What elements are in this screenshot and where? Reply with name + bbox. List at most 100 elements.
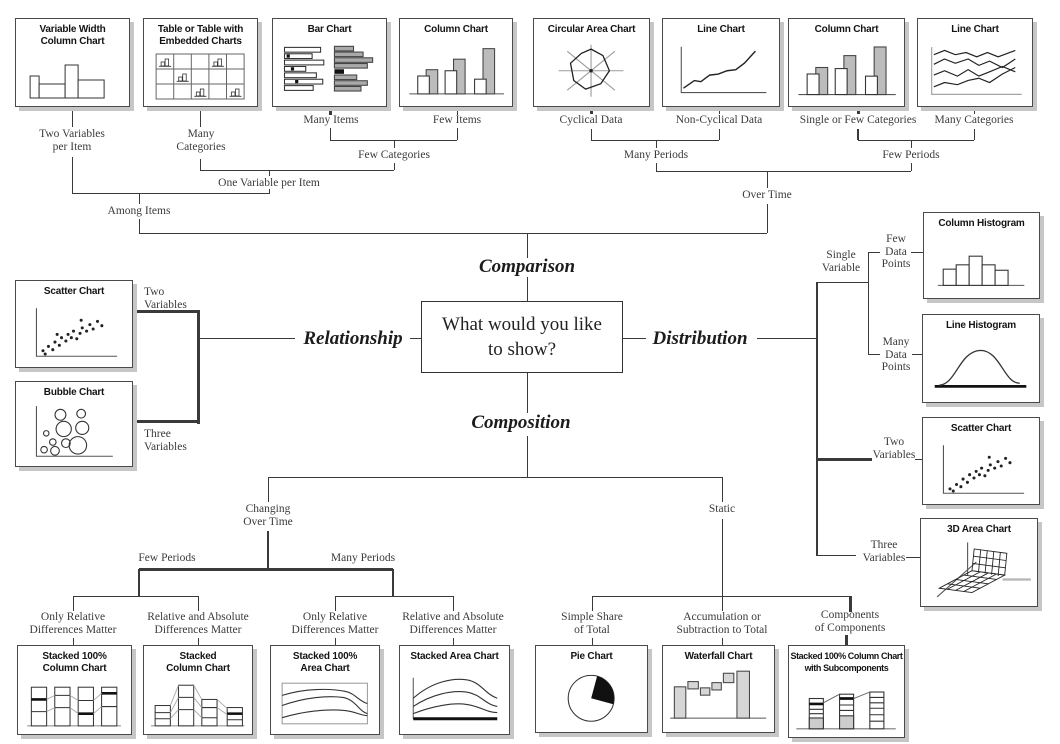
connector-line (527, 277, 528, 301)
label-three-variables-right: Three Variables (862, 539, 906, 564)
label-accumulation-or-subtraction: Accumulation or Subtraction to Total (676, 611, 768, 636)
connector-line (198, 596, 199, 611)
label-over-time: Over Time (742, 189, 792, 201)
connector-line (974, 107, 975, 114)
label-non-cyclical-data: Non-Cyclical Data (675, 114, 763, 126)
connector-line (911, 252, 923, 253)
chart-box-column-chart-right: Column Chart (788, 18, 905, 107)
chart-box-stacked100-area: Stacked 100% Area Chart (270, 645, 380, 735)
branch-comparison: Comparison (478, 256, 576, 277)
connector-line (73, 638, 74, 645)
connector-line (457, 107, 458, 115)
connector-line (767, 171, 768, 188)
stacked-area-thumbnail (412, 677, 498, 720)
chart-box-title: Waterfall Chart (684, 651, 753, 662)
label-components-of-components: Components of Components (814, 609, 886, 634)
chart-box-title: Pie Chart (570, 651, 613, 662)
connector-line (719, 107, 720, 114)
line-histogram-thumbnail (935, 349, 1027, 388)
connector-line (656, 140, 657, 148)
label-many-categories-left: Many Categories (176, 128, 226, 153)
connector-line (200, 338, 295, 339)
connector-line (591, 129, 592, 140)
column-histogram-thumbnail (938, 255, 1025, 286)
stacked-column-thumbnail (151, 684, 245, 727)
connector-line (656, 171, 911, 172)
connector-line (767, 204, 768, 233)
connector-line (857, 107, 860, 114)
connector-line (974, 129, 975, 140)
connector-line (911, 163, 912, 171)
chart-box-title: Column Histogram (938, 218, 1025, 229)
label-relative-absolute-1: Relative and Absolute Differences Matter (147, 611, 249, 636)
connector-line (138, 569, 140, 597)
connector-line (267, 531, 269, 571)
connector-line (817, 282, 868, 283)
label-three-variables-left: Three Variables (144, 428, 187, 453)
bar-chart-thumbnail (284, 45, 374, 92)
connector-line (757, 338, 817, 339)
chart-box-title: Line Chart (697, 24, 745, 35)
chart-box-scatter-left: Scatter Chart (15, 280, 133, 368)
variable-width-thumbnail (30, 64, 105, 99)
connector-line (868, 354, 880, 355)
waterfall-thumbnail (670, 670, 767, 719)
chart-box-title: Scatter Chart (950, 423, 1012, 434)
chart-box-bubble: Bubble Chart (15, 381, 133, 467)
scatter-chart-thumbnail (36, 307, 118, 357)
pie-chart-thumbnail (568, 674, 615, 722)
label-few-periods-top: Few Periods (882, 149, 940, 161)
label-only-relative-1: Only Relative Differences Matter (29, 611, 117, 636)
connector-line (269, 189, 270, 194)
connector-line (268, 477, 269, 502)
connector-line (592, 596, 593, 611)
label-single-variable: Single Variable (821, 249, 861, 274)
connector-line (330, 128, 331, 140)
connector-line (200, 170, 394, 171)
connector-line (335, 596, 336, 611)
chart-box-title: Column Chart (424, 24, 488, 35)
label-among-items: Among Items (107, 205, 171, 217)
column-chart-thumbnail (409, 47, 505, 94)
label-simple-share-of-total: Simple Share of Total (561, 611, 623, 636)
branch-composition: Composition (471, 412, 571, 433)
label-many-data-points: Many Data Points (881, 336, 911, 373)
scatter-chart-thumbnail (943, 444, 1025, 494)
connector-line (335, 638, 336, 645)
connector-line (915, 459, 922, 460)
chart-box-title: Column Chart (814, 24, 879, 35)
connector-line (722, 638, 723, 645)
connector-line (392, 569, 394, 597)
chart-box-scatter-right: Scatter Chart (922, 417, 1040, 505)
connector-line (73, 596, 74, 611)
connector-line (857, 129, 859, 140)
label-two-variables-right: Two Variables (872, 436, 916, 461)
connector-line (623, 338, 646, 339)
connector-line (410, 338, 421, 339)
chart-box-table-embedded: Table or Table with Embedded Charts (143, 18, 258, 107)
label-static: Static (708, 503, 736, 515)
chart-box-column-chart-top: Column Chart (399, 18, 513, 107)
connector-line (906, 557, 920, 558)
connector-line (133, 420, 200, 423)
chart-box-title: Stacked 100% Column Chart (42, 651, 107, 674)
connector-line (139, 219, 140, 234)
chart-box-title: 3D Area Chart (947, 524, 1011, 535)
label-two-variables-left: Two Variables (144, 286, 187, 311)
chart-box-title: Stacked 100% Column Chart with Subcompon… (790, 651, 903, 673)
connector-line (394, 140, 395, 148)
connector-line (197, 311, 200, 424)
branch-distribution: Distribution (652, 328, 748, 349)
label-few-data-points: Few Data Points (881, 233, 911, 270)
connector-line (849, 596, 852, 612)
connector-line (198, 638, 199, 645)
connector-line (269, 170, 270, 176)
connector-line (527, 233, 528, 258)
multi-line-chart-thumbnail (931, 46, 1023, 95)
chart-box-stacked100-sub: Stacked 100% Column Chart with Subcompon… (788, 645, 905, 738)
chart-box-title: Stacked Area Chart (410, 651, 499, 662)
3d-area-chart-thumbnail (937, 541, 1032, 597)
connector-line (394, 163, 395, 170)
chart-box-stacked100-column: Stacked 100% Column Chart (17, 645, 132, 735)
connector-line (200, 159, 201, 170)
